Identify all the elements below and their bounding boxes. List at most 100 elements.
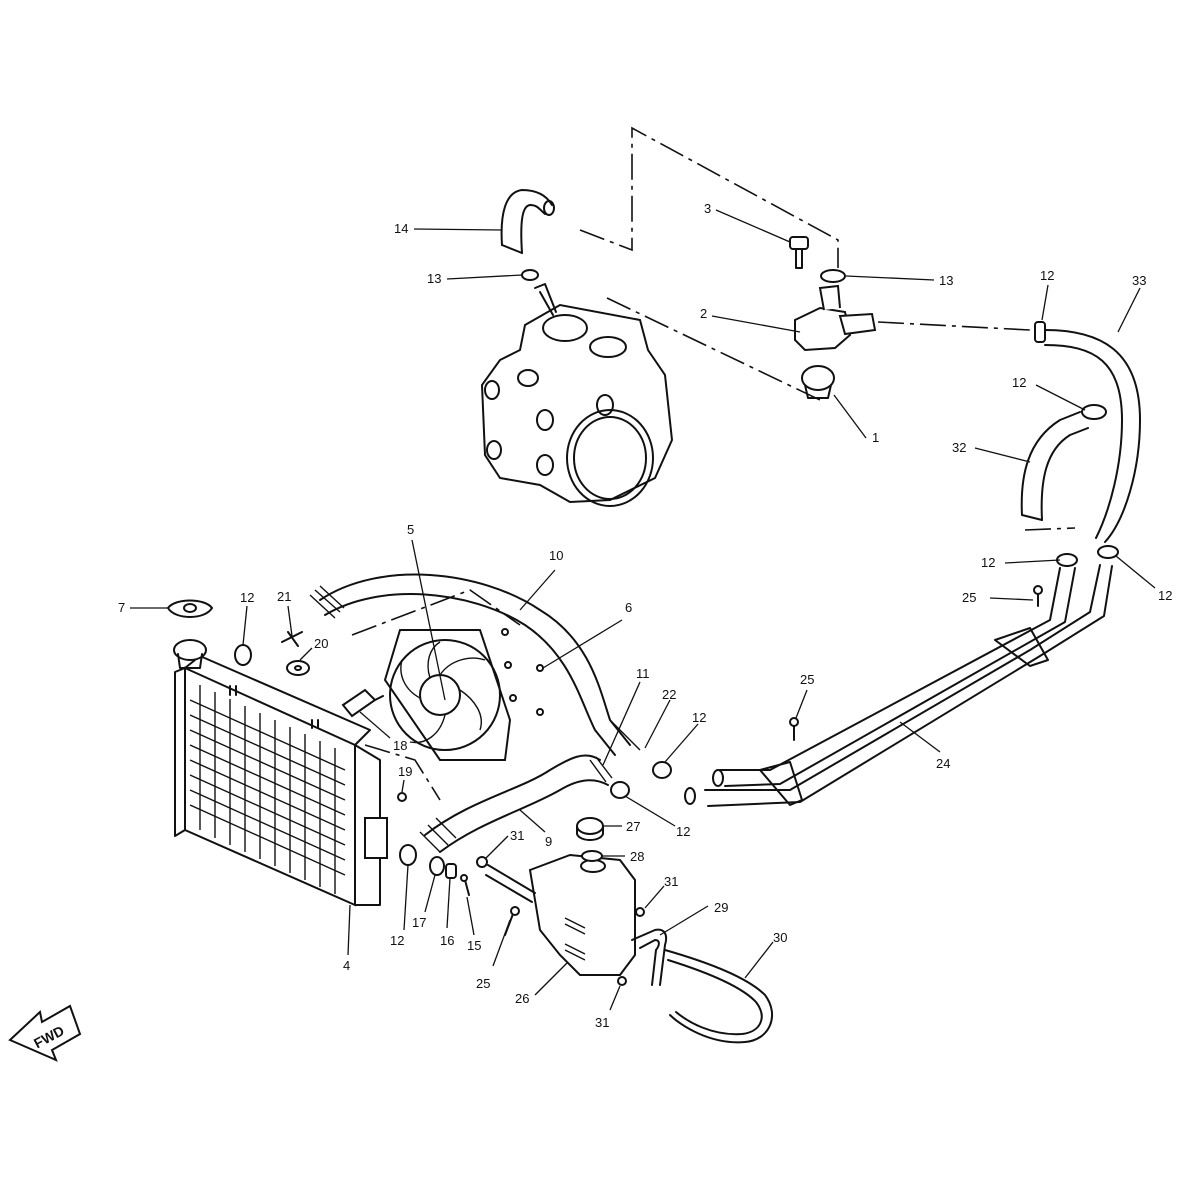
hose-clamp-12-hose10 (652, 761, 672, 779)
screw-31-tank-bottom (617, 976, 627, 986)
cylinder-head (480, 283, 674, 507)
callout-31c: 31 (595, 985, 621, 1030)
callout-label: 24 (936, 756, 950, 771)
callout-18: 18 (359, 711, 407, 753)
hose-32 (1020, 411, 1089, 521)
callout-33: 33 (1117, 273, 1146, 333)
callout-label: 12 (240, 590, 254, 605)
callout-label: 29 (714, 900, 728, 915)
coolant-pipe-24 (684, 564, 1113, 807)
callouts: 1 2 3 4 5 6 7 9 10 11 12 12 12 12 12 12 … (118, 201, 1172, 1030)
callout-12d: 12 (624, 795, 690, 839)
callout-31b: 31 (644, 874, 678, 909)
clip-31-tank-inlet (476, 856, 488, 868)
hose-33 (1044, 329, 1141, 543)
callout-label: 25 (962, 590, 976, 605)
callout-label: 4 (343, 958, 350, 973)
hose-clamp-12-hose9 (610, 781, 630, 799)
callout-6: 6 (542, 600, 632, 669)
hose-clamp-12-lower-right (1097, 545, 1119, 559)
callout-12h: 12 (1115, 555, 1172, 603)
callout-label: 3 (704, 201, 711, 216)
callout-24: 24 (899, 721, 950, 771)
hose-9 (419, 754, 613, 853)
breather-hose-29 (631, 928, 668, 986)
bolt-3 (789, 236, 809, 269)
callout-15: 15 (466, 896, 481, 953)
forward-direction-arrow: FWD (8, 1004, 82, 1062)
callout-14: 14 (394, 221, 503, 236)
reservoir-inlet-hose (485, 864, 536, 903)
callout-13b: 13 (845, 273, 953, 288)
callout-3: 3 (704, 201, 791, 243)
screw-31-tank-right (635, 907, 645, 917)
callout-22: 22 (644, 687, 676, 749)
callout-12e: 12 (1040, 268, 1054, 321)
radiator-core (189, 685, 346, 894)
bolt-25-pipe-lower (789, 717, 799, 741)
cooling-fan-5 (383, 628, 544, 761)
callout-label: 12 (981, 555, 995, 570)
callout-label: 33 (1132, 273, 1146, 288)
filler-neck (173, 639, 207, 669)
hose-clamp-13-right (820, 269, 846, 283)
callout-label: 16 (440, 933, 454, 948)
callout-5: 5 (407, 522, 446, 701)
callout-32: 32 (952, 440, 1031, 463)
hose-clamp-12-top (1034, 321, 1046, 343)
callout-28: 28 (603, 849, 644, 864)
callout-31a: 31 (485, 828, 524, 859)
callout-12a: 12 (240, 590, 254, 646)
callout-label: 20 (314, 636, 328, 651)
hose-clamp-12-mid (1081, 404, 1107, 420)
bolt-19 (397, 792, 407, 802)
callout-10: 10 (519, 548, 563, 611)
callout-label: 7 (118, 600, 125, 615)
callout-label: 31 (595, 1015, 609, 1030)
callout-label: 31 (510, 828, 524, 843)
callout-12b: 12 (390, 864, 409, 948)
callout-26: 26 (515, 961, 569, 1006)
callout-19: 19 (398, 764, 412, 793)
washer-17 (429, 856, 445, 876)
callout-label: 25 (800, 672, 814, 687)
callout-label: 19 (398, 764, 412, 779)
gasket-28 (581, 850, 603, 862)
hose-14 (500, 189, 555, 254)
callout-label: 12 (692, 710, 706, 725)
callout-label: 17 (412, 915, 426, 930)
thermostat-housing-2 (794, 284, 877, 352)
radiator-4 (174, 655, 388, 907)
callout-21: 21 (277, 589, 293, 637)
callout-25a: 25 (962, 590, 1034, 605)
callout-13a: 13 (427, 271, 523, 286)
overflow-hose-30 (664, 949, 774, 1044)
callout-label: 13 (939, 273, 953, 288)
reservoir-tank-26 (528, 853, 636, 976)
callout-label: 13 (427, 271, 441, 286)
callout-label: 5 (407, 522, 414, 537)
callout-29: 29 (659, 900, 728, 936)
spacer-16 (445, 863, 457, 879)
callout-label: 32 (952, 440, 966, 455)
callout-label: 12 (1158, 588, 1172, 603)
callout-25b: 25 (795, 672, 814, 719)
hose-10 (309, 573, 641, 756)
callout-17: 17 (412, 874, 436, 930)
hose-clamp-12-radiator-low (399, 844, 417, 866)
callout-label: 12 (390, 933, 404, 948)
bolt-15 (460, 874, 470, 896)
callout-20: 20 (299, 636, 328, 661)
washer-20 (286, 660, 310, 676)
callout-label: 2 (700, 306, 707, 321)
fan-switch-18 (341, 688, 384, 718)
callout-1: 1 (833, 394, 879, 445)
callout-12g: 12 (981, 555, 1061, 570)
callout-label: 18 (393, 738, 407, 753)
callout-16: 16 (440, 877, 454, 948)
callout-2: 2 (700, 306, 801, 333)
assembly-lines (351, 126, 1076, 801)
callout-label: 28 (630, 849, 644, 864)
clip-21 (281, 631, 303, 647)
callout-12c: 12 (664, 710, 706, 763)
